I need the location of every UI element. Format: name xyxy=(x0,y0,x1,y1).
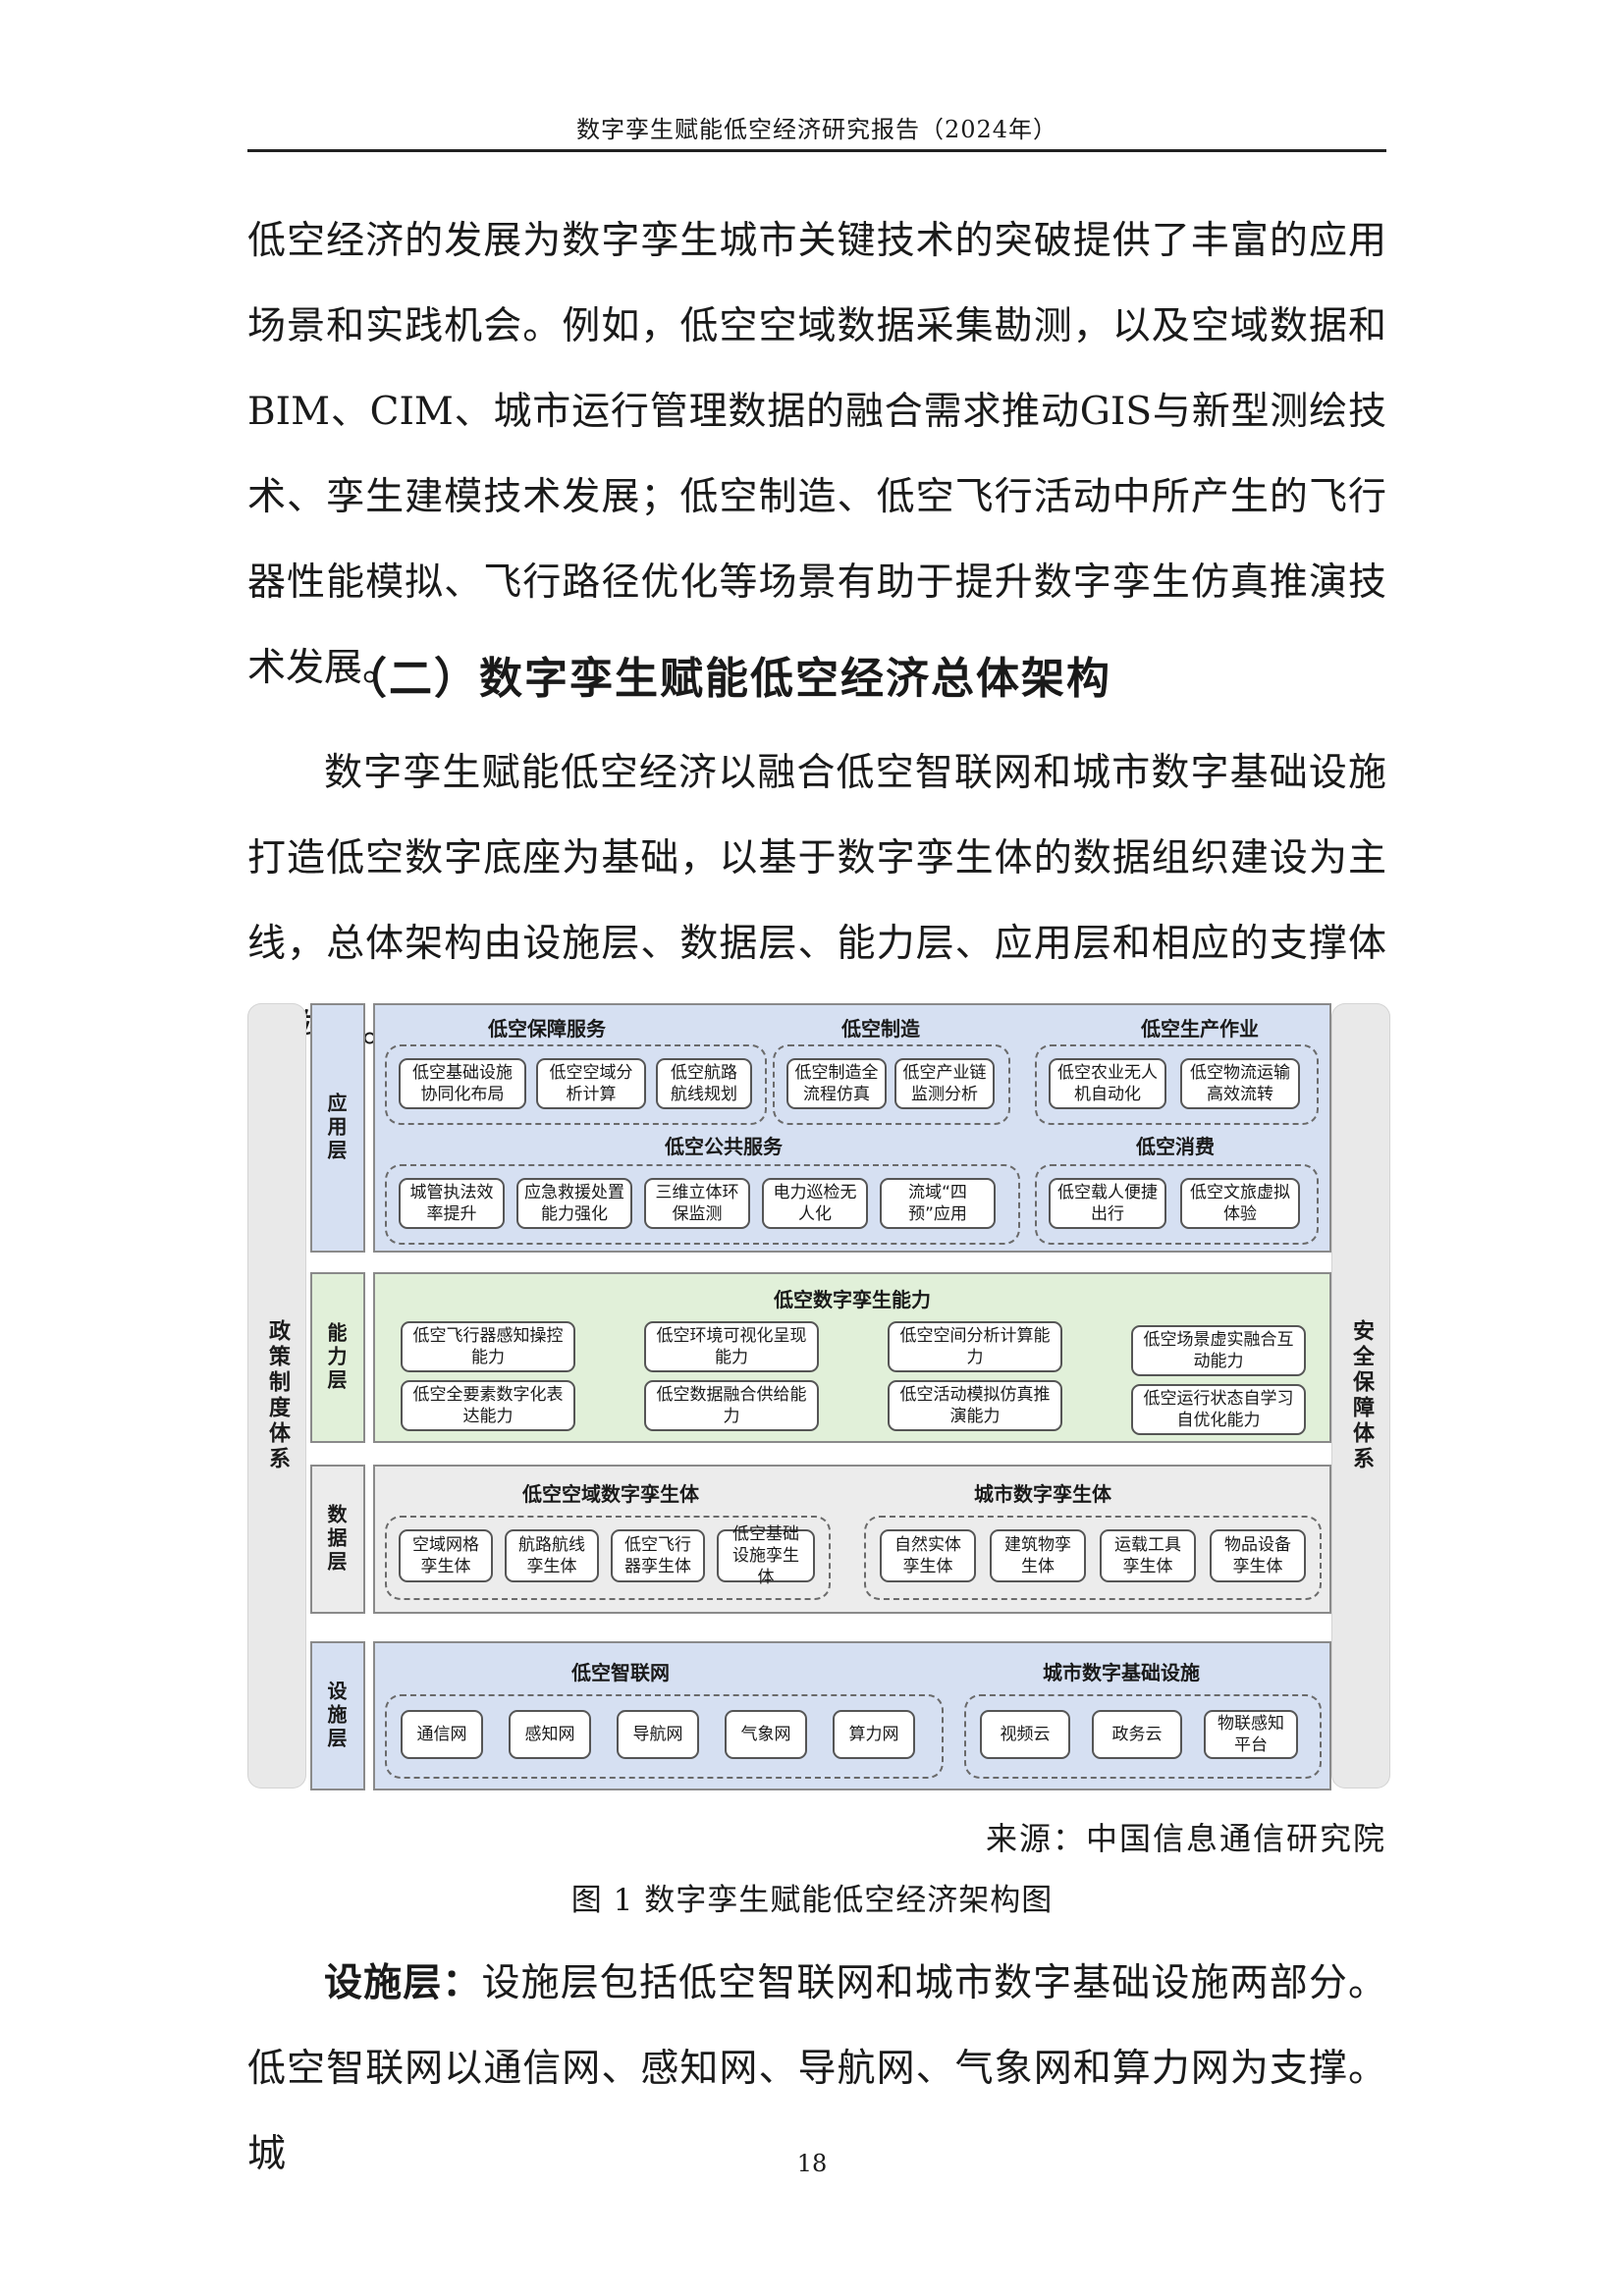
section-heading: （二）数字孪生赋能低空经济总体架构 xyxy=(344,654,1111,704)
group-title: 低空保障服务 xyxy=(488,1017,606,1041)
data-item: 低空飞行器孪生体 xyxy=(611,1529,705,1582)
capability-title: 低空数字孪生能力 xyxy=(774,1288,931,1311)
app-item: 低空基础设施协同化布局 xyxy=(399,1058,526,1109)
page-number: 18 xyxy=(796,2150,828,2177)
group-low-altitude-support: 低空基础设施协同化布局 低空空域分析计算 低空航路航线规划 xyxy=(385,1044,767,1125)
application-layer: 低空保障服务 低空制造 低空生产作业 低空基础设施协同化布局 低空空域分析计算 … xyxy=(373,1003,1331,1253)
group-low-altitude-manufacturing: 低空制造全流程仿真 低空产业链监测分析 xyxy=(773,1044,1010,1125)
data-layer-label: 数据层 xyxy=(310,1465,365,1614)
security-system-label: 安全保障体系 xyxy=(1349,1319,1374,1472)
data-item: 建筑物孪生体 xyxy=(990,1529,1086,1582)
capability-item: 低空环境可视化呈现能力 xyxy=(644,1321,819,1372)
facility-item: 视频云 xyxy=(980,1710,1070,1759)
capability-item: 低空数据融合供给能力 xyxy=(644,1380,819,1431)
group-title: 低空消费 xyxy=(1136,1135,1215,1158)
app-item: 流域“四预”应用 xyxy=(880,1178,996,1229)
header-rule xyxy=(247,149,1386,152)
capability-item: 低空飞行器感知操控能力 xyxy=(401,1321,575,1372)
app-item: 低空航路航线规划 xyxy=(656,1058,752,1109)
facility-item: 导航网 xyxy=(617,1710,699,1759)
paragraph-1: 低空经济的发展为数字孪生城市关键技术的突破提供了丰富的应用场景和实践机会。例如，… xyxy=(247,219,1386,690)
group-city-digital-infrastructure: 视频云 政务云 物联感知平台 xyxy=(964,1694,1322,1779)
figure-caption: 图 1 数字孪生赋能低空经济架构图 xyxy=(570,1883,1054,1918)
paragraph-3: 设施层：设施层包括低空智联网和城市数字基础设施两部分。低空智联网以通信网、感知网… xyxy=(247,1941,1386,2197)
paragraph-3-body: 设施层包括低空智联网和城市数字基础设施两部分。低空智联网以通信网、感知网、导航网… xyxy=(247,1961,1386,2176)
capability-item: 低空空间分析计算能力 xyxy=(888,1321,1062,1372)
app-item: 电力巡检无人化 xyxy=(762,1178,868,1229)
group-city-twin: 自然实体孪生体 建筑物孪生体 运载工具孪生体 物品设备孪生体 xyxy=(864,1516,1322,1600)
data-layer: 低空空域数字孪生体 城市数字孪生体 空域网格孪生体 航路航线孪生体 低空飞行器孪… xyxy=(373,1465,1331,1614)
capability-layer: 低空数字孪生能力 低空飞行器感知操控能力 低空环境可视化呈现能力 低空空间分析计… xyxy=(373,1272,1331,1443)
facility-item: 感知网 xyxy=(509,1710,591,1759)
app-item: 城管执法效率提升 xyxy=(399,1178,505,1229)
group-title: 低空智联网 xyxy=(571,1661,670,1684)
capability-item: 低空活动模拟仿真推演能力 xyxy=(888,1380,1062,1431)
data-item: 低空基础设施孪生体 xyxy=(717,1524,815,1587)
group-airspace-twin: 空域网格孪生体 航路航线孪生体 低空飞行器孪生体 低空基础设施孪生体 xyxy=(385,1516,831,1600)
app-item: 低空载人便捷出行 xyxy=(1049,1178,1166,1229)
capability-item: 低空全要素数字化表达能力 xyxy=(401,1380,575,1431)
group-title: 低空生产作业 xyxy=(1141,1017,1259,1041)
data-item: 运载工具孪生体 xyxy=(1100,1529,1196,1582)
app-item: 低空物流运输高效流转 xyxy=(1180,1058,1300,1109)
figure-source: 来源：中国信息通信研究院 xyxy=(985,1820,1386,1857)
paragraph-3-lead: 设施层： xyxy=(324,1961,482,2005)
facility-item: 气象网 xyxy=(725,1710,807,1759)
facility-layer-label: 设施层 xyxy=(310,1641,365,1790)
group-low-altitude-consumption: 低空载人便捷出行 低空文旅虚拟体验 xyxy=(1035,1164,1319,1245)
security-system-bar: 安全保障体系 xyxy=(1331,1003,1390,1789)
policy-system-label: 政策制度体系 xyxy=(265,1319,290,1472)
facility-item: 物联感知平台 xyxy=(1204,1710,1298,1759)
app-item: 低空空域分析计算 xyxy=(536,1058,646,1109)
facility-item: 算力网 xyxy=(833,1710,915,1759)
policy-system-bar: 政策制度体系 xyxy=(247,1003,306,1789)
capability-layer-label: 能力层 xyxy=(310,1272,365,1443)
group-title: 城市数字孪生体 xyxy=(974,1482,1111,1506)
running-header: 数字孪生赋能低空经济研究报告（2024年） xyxy=(575,116,1058,143)
capability-item: 低空场景虚实融合互动能力 xyxy=(1131,1325,1306,1376)
data-item: 空域网格孪生体 xyxy=(399,1529,493,1582)
app-item: 低空产业链监测分析 xyxy=(894,1058,995,1109)
architecture-figure: 政策制度体系 安全保障体系 应用层 低空保障服务 低空制造 低空生产作业 低空基… xyxy=(247,1001,1390,1791)
app-item: 低空制造全流程仿真 xyxy=(786,1058,887,1109)
facility-item: 政务云 xyxy=(1092,1710,1182,1759)
group-title: 低空制造 xyxy=(841,1017,920,1041)
app-item: 应急救援处置能力强化 xyxy=(516,1178,632,1229)
data-item: 航路航线孪生体 xyxy=(505,1529,599,1582)
data-item: 自然实体孪生体 xyxy=(880,1529,976,1582)
group-low-altitude-network: 通信网 感知网 导航网 气象网 算力网 xyxy=(385,1694,944,1779)
app-item: 低空文旅虚拟体验 xyxy=(1180,1178,1300,1229)
group-title: 低空公共服务 xyxy=(665,1135,783,1158)
data-item: 物品设备孪生体 xyxy=(1210,1529,1306,1582)
facility-item: 通信网 xyxy=(401,1710,483,1759)
group-low-altitude-production: 低空农业无人机自动化 低空物流运输高效流转 xyxy=(1035,1044,1319,1125)
application-layer-label: 应用层 xyxy=(310,1003,365,1253)
group-title: 低空空域数字孪生体 xyxy=(522,1482,699,1506)
facility-layer: 低空智联网 城市数字基础设施 通信网 感知网 导航网 气象网 算力网 视频云 政… xyxy=(373,1641,1331,1790)
group-low-altitude-public-service: 城管执法效率提升 应急救援处置能力强化 三维立体环保监测 电力巡检无人化 流域“… xyxy=(385,1164,1020,1245)
app-item: 三维立体环保监测 xyxy=(644,1178,750,1229)
app-item: 低空农业无人机自动化 xyxy=(1049,1058,1166,1109)
capability-item: 低空运行状态自学习自优化能力 xyxy=(1131,1384,1306,1435)
group-title: 城市数字基础设施 xyxy=(1043,1661,1200,1684)
